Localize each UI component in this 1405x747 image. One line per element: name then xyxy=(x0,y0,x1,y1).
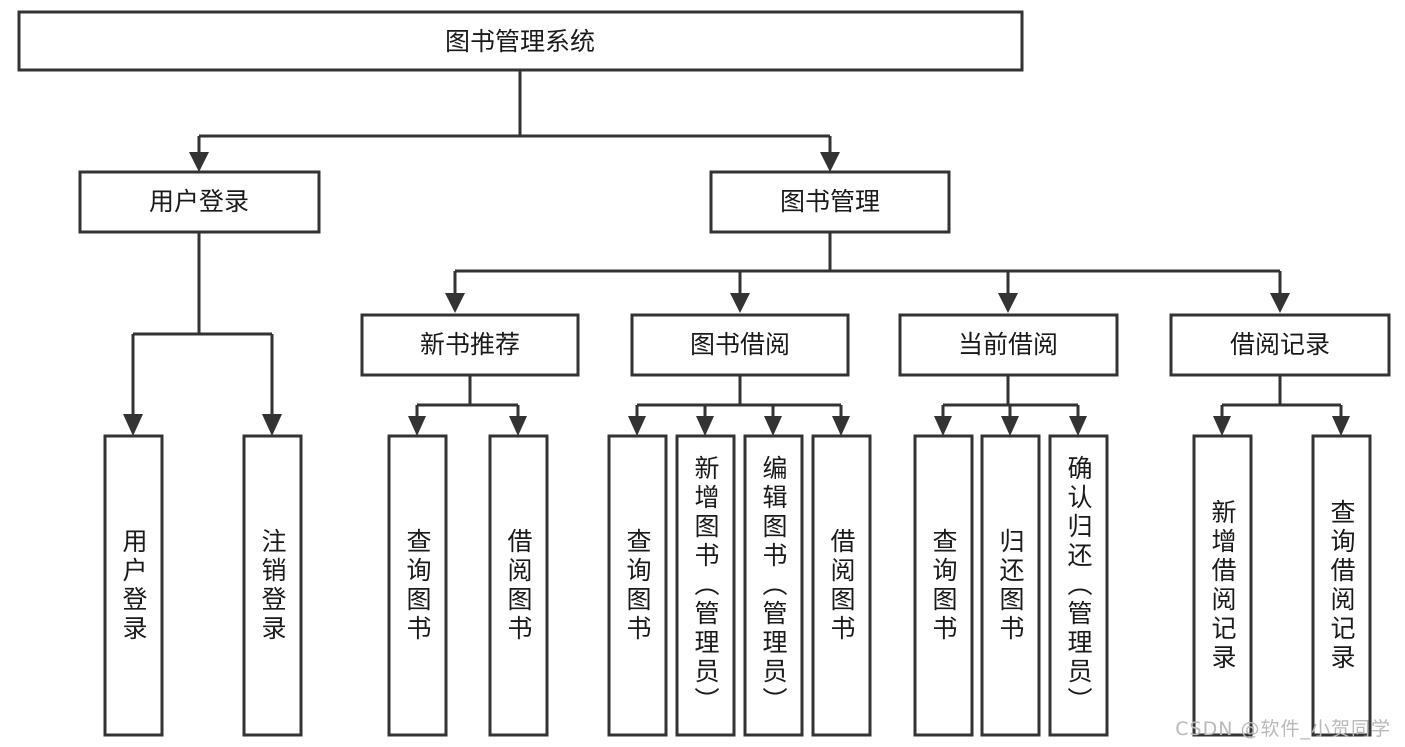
arrowhead-bb-add xyxy=(696,416,714,436)
arrowhead-new-book xyxy=(445,293,465,313)
node-new-book-label: 新书推荐 xyxy=(420,330,520,359)
node-book-borrow-label: 图书借阅 xyxy=(690,330,790,359)
connector-layer xyxy=(123,70,1350,436)
node-root[interactable] xyxy=(17,10,1024,72)
node-root-label: 图书管理系统 xyxy=(445,27,595,56)
arrowhead-book-manage xyxy=(820,152,840,172)
arrowhead-user-login xyxy=(189,152,209,172)
node-user-login[interactable] xyxy=(78,170,321,234)
arrowhead-leaf-logout xyxy=(262,414,282,436)
node-current-borrow[interactable] xyxy=(898,313,1119,377)
node-leaf-cb-confirm[interactable] xyxy=(1048,434,1109,737)
arrowhead-cb-query xyxy=(934,416,952,436)
node-leaf-br-add[interactable] xyxy=(1192,434,1253,737)
arrowhead-br-add xyxy=(1213,416,1231,436)
node-user-login-label: 用户登录 xyxy=(149,187,249,216)
arrowhead-br-query xyxy=(1332,416,1350,436)
node-leaf-bb-query[interactable] xyxy=(607,434,668,737)
node-new-book[interactable] xyxy=(360,313,580,377)
node-book-manage-label: 图书管理 xyxy=(780,187,880,216)
node-book-borrow[interactable] xyxy=(630,313,850,377)
node-leaf-cb-return[interactable] xyxy=(980,434,1041,737)
arrowhead-nb-query xyxy=(408,416,426,436)
csdn-watermark: CSDN @软件_小贺同学 xyxy=(1175,718,1391,740)
node-leaf-br-query[interactable] xyxy=(1311,434,1372,737)
node-borrow-record[interactable] xyxy=(1169,313,1391,377)
node-leaf-nb-borrow[interactable] xyxy=(488,434,549,737)
node-leaf-cb-query[interactable] xyxy=(913,434,974,737)
node-leaf-user-login[interactable] xyxy=(103,434,164,737)
node-leaf-nb-query[interactable] xyxy=(387,434,448,737)
node-leaf-bb-edit[interactable] xyxy=(743,434,804,737)
arrowhead-bb-edit xyxy=(764,416,782,436)
node-book-manage[interactable] xyxy=(709,170,951,234)
arrowhead-book-borrow xyxy=(730,293,750,313)
arrowhead-cb-return xyxy=(1001,416,1019,436)
arrowhead-current-borrow xyxy=(998,293,1018,313)
node-leaf-bb-borrow[interactable] xyxy=(811,434,872,737)
arrowhead-cb-confirm xyxy=(1069,416,1087,436)
arrowhead-borrow-record xyxy=(1270,293,1290,313)
node-leaf-bb-add[interactable] xyxy=(675,434,736,737)
node-borrow-record-label: 借阅记录 xyxy=(1230,330,1330,359)
arrowhead-bb-borrow xyxy=(832,416,850,436)
arrowhead-leaf-user-login xyxy=(123,414,143,436)
node-leaf-logout[interactable] xyxy=(242,434,303,737)
arrowhead-nb-borrow xyxy=(509,416,527,436)
node-current-borrow-label: 当前借阅 xyxy=(958,330,1058,359)
node-layer: 图书管理系统 用户登录 图书管理 新书推荐 图书借阅 当前借阅 借阅记录 xyxy=(17,10,1391,737)
arrowhead-bb-query xyxy=(628,416,646,436)
